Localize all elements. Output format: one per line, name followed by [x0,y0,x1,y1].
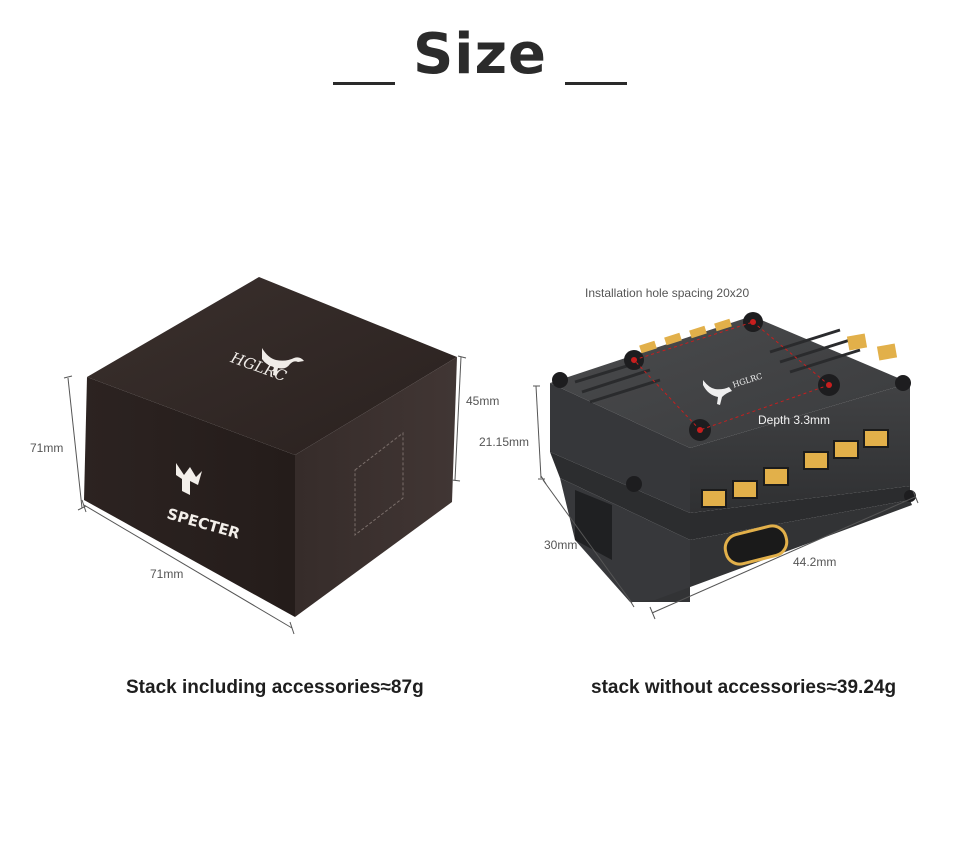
box-height-label: 71mm [30,441,63,455]
box-side-sticker [354,431,404,537]
flight-stack: Installation hole spacing 20x20 [479,286,919,620]
stack-dimension-lines [533,385,919,620]
title-rule-left [333,82,395,85]
box-depth-label: 45mm [466,394,499,408]
top-pads [639,318,898,361]
stack-lower-front [690,486,910,540]
title-rule-right [565,82,627,85]
page-title: Size [412,22,548,87]
stack-lower-left [550,452,690,540]
stack-height-label: 21.15mm [479,435,529,449]
front-pads [701,429,889,508]
box-front-face [84,377,295,617]
box-width-label: 71mm [150,567,183,581]
dinosaur-logo-icon [262,348,304,376]
stack-left-face [550,383,690,513]
depth-label: Depth 3.3mm [758,413,830,427]
header: Size [0,22,960,102]
side-port [575,490,612,560]
stack-width-label: 30mm [544,538,577,552]
caption-without-accessories: stack without accessories≈39.24g [591,677,897,698]
hole-spacing-lines [633,321,830,431]
packaging-box: HGLRC SPECTER 71mm 71mm 45mm [30,277,499,635]
stack-length-label: 44.2mm [793,555,836,569]
specter-logo-icon [176,463,202,495]
usb-c-port-icon [723,524,789,566]
hole-spacing-label: Installation hole spacing 20x20 [585,286,749,300]
box-side-face [295,357,457,617]
box-dimension-lines [63,355,467,635]
stack-dinosaur-logo-icon [703,380,732,405]
caption-with-accessories: Stack including accessories≈87g [126,677,424,698]
